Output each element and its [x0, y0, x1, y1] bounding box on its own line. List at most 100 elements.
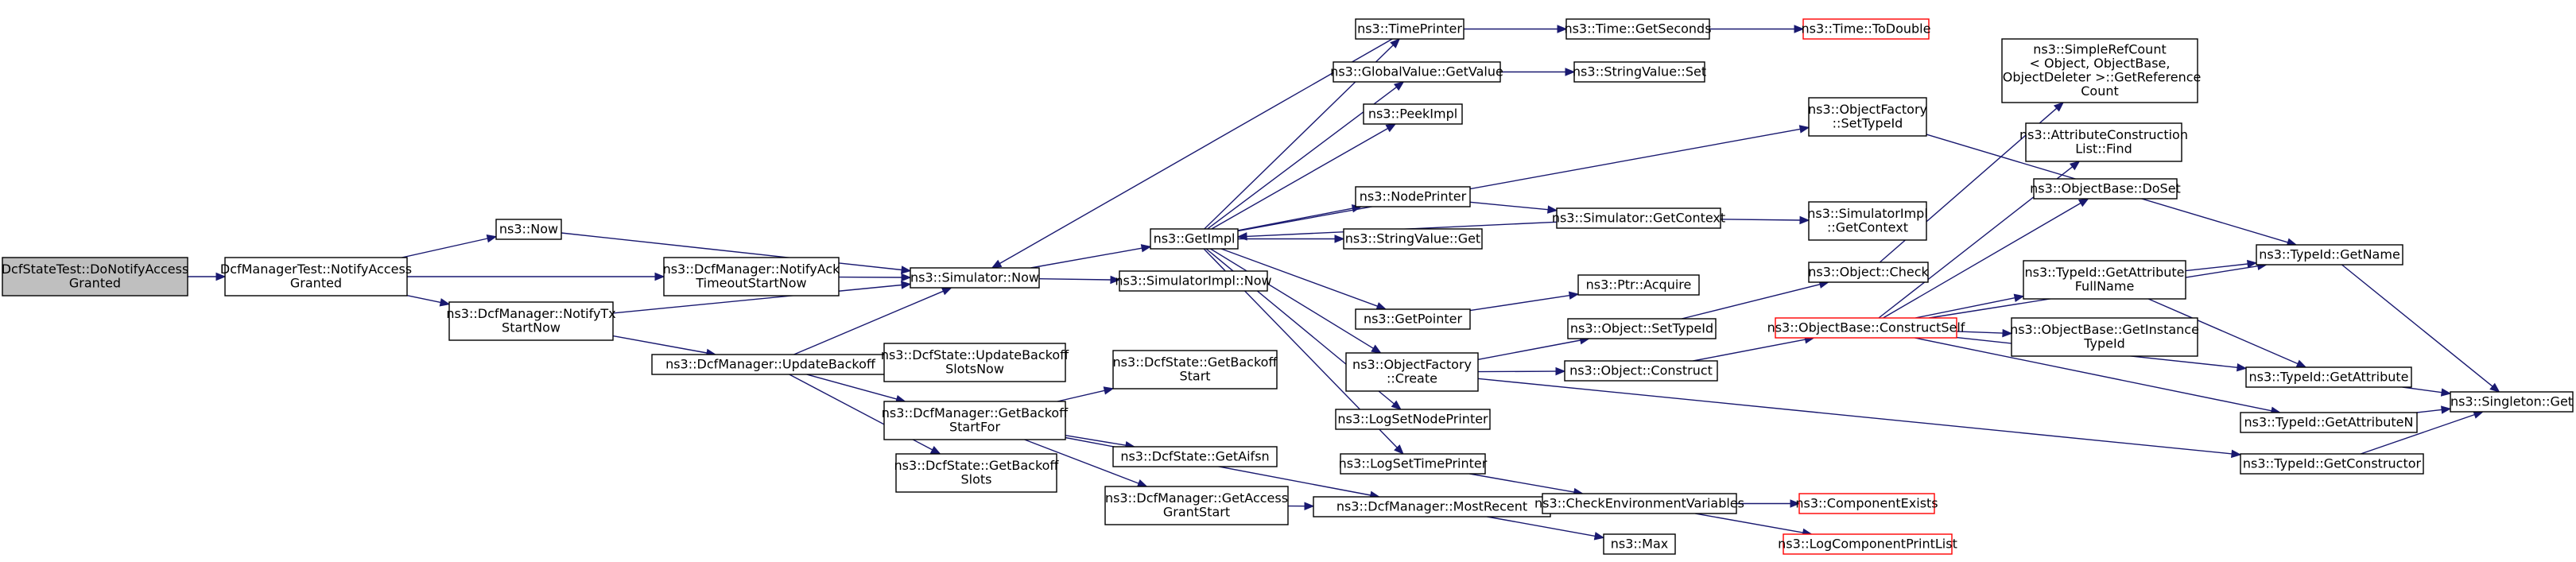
node-box[interactable]: [2245, 366, 2412, 388]
node-box[interactable]: [2240, 453, 2424, 475]
graph-node-simimplctx[interactable]: ns3::SimulatorImpl::GetContext: [1807, 201, 1928, 241]
graph-node-simgetctx[interactable]: ns3::Simulator::GetContext: [1552, 207, 1725, 229]
graph-node-objsettype[interactable]: ns3::Object::SetTypeId: [1567, 318, 1717, 339]
graph-node-obconstruct[interactable]: ns3::ObjectBase::ConstructSelf: [1767, 317, 1965, 339]
node-box[interactable]: [448, 301, 614, 341]
node-box[interactable]: [1565, 18, 1710, 40]
node-box[interactable]: [1112, 350, 1278, 390]
node-box[interactable]: [651, 354, 890, 375]
graph-node-objconstruct[interactable]: ns3::Object::Construct: [1564, 360, 1718, 382]
graph-node-getpointer[interactable]: ns3::GetPointer: [1355, 308, 1471, 330]
node-box[interactable]: [1333, 61, 1501, 83]
node-box[interactable]: [1150, 228, 1239, 250]
node-box[interactable]: [2240, 412, 2418, 433]
node-box[interactable]: [1798, 493, 1935, 514]
node-box[interactable]: [2023, 260, 2186, 300]
graph-node-nodeprinter[interactable]: ns3::NodePrinter: [1355, 186, 1471, 207]
graph-node-objcheck[interactable]: ns3::Object::Check: [1808, 262, 1930, 283]
node-box[interactable]: [1343, 228, 1483, 250]
graph-node-ackto[interactable]: ns3::DcfManager::NotifyAckTimeoutStartNo…: [663, 257, 841, 297]
node-box[interactable]: [2256, 244, 2403, 265]
graph-node-updbk[interactable]: ns3::DcfManager::UpdateBackoff: [651, 354, 890, 375]
node-box[interactable]: [2, 257, 188, 297]
node-box[interactable]: [495, 219, 562, 240]
node-box[interactable]: [883, 401, 1066, 440]
node-box[interactable]: [883, 343, 1066, 382]
graph-node-getaifsn[interactable]: ns3::DcfState::GetAifsn: [1112, 446, 1278, 467]
graph-node-logsetnode[interactable]: ns3::LogSetNodePrinter: [1335, 409, 1491, 430]
graph-node-gvget[interactable]: ns3::GlobalValue::GetValue: [1330, 61, 1503, 83]
graph-node-todouble[interactable]: ns3::Time::ToDouble: [1802, 18, 1931, 40]
node-box[interactable]: [1783, 533, 1953, 555]
node-box[interactable]: [1542, 493, 1737, 514]
node-box[interactable]: [1603, 533, 1676, 555]
graph-node-ofcreate[interactable]: ns3::ObjectFactory::Create: [1345, 352, 1479, 392]
graph-node-now[interactable]: ns3::Now: [495, 219, 562, 240]
node-box[interactable]: [1808, 201, 1927, 241]
graph-node-logcomplist[interactable]: ns3::LogComponentPrintList: [1778, 533, 1957, 555]
node-box[interactable]: [1104, 486, 1289, 525]
graph-node-simimplnow[interactable]: ns3::SimulatorImpl::Now: [1115, 270, 1272, 292]
node-box[interactable]: [1808, 97, 1927, 137]
node-box[interactable]: [1340, 453, 1486, 475]
graph-node-timeprinter[interactable]: ns3::TimePrinter: [1355, 18, 1465, 40]
node-box[interactable]: [1112, 446, 1278, 467]
graph-node-tidgetattr[interactable]: ns3::TypeId::GetAttribute: [2245, 366, 2412, 388]
graph-node-singletonget[interactable]: ns3::Singleton::Get: [2450, 391, 2574, 413]
node-box[interactable]: [1775, 317, 1957, 339]
node-box[interactable]: [1355, 18, 1465, 40]
node-box[interactable]: [1355, 186, 1471, 207]
graph-node-checkenv[interactable]: ns3::CheckEnvironmentVariables: [1534, 493, 1744, 514]
graph-node-svset[interactable]: ns3::StringValue::Set: [1573, 61, 1706, 83]
graph-node-max[interactable]: ns3::Max: [1603, 533, 1676, 555]
graph-node-getimpl[interactable]: ns3::GetImpl: [1150, 228, 1239, 250]
graph-node-simnow[interactable]: ns3::Simulator::Now: [910, 267, 1040, 289]
graph-node-compexists[interactable]: ns3::ComponentExists: [1795, 493, 1938, 514]
node-box[interactable]: [2011, 317, 2198, 357]
node-box[interactable]: [910, 267, 1040, 289]
graph-node-timegetsec[interactable]: ns3::Time::GetSeconds: [1564, 18, 1712, 40]
node-box[interactable]: [2450, 391, 2574, 413]
node-box[interactable]: [1577, 274, 1700, 296]
node-box[interactable]: [1567, 318, 1717, 339]
graph-node-simplerefcount[interactable]: ns3::SimpleRefCount< Object, ObjectBase,…: [1999, 38, 2202, 103]
node-box[interactable]: [2033, 178, 2178, 200]
node-box[interactable]: [663, 257, 840, 297]
node-box[interactable]: [2025, 122, 2182, 162]
node-box[interactable]: [1573, 61, 1705, 83]
node-box[interactable]: [224, 257, 408, 297]
node-box[interactable]: [1119, 270, 1268, 292]
graph-node-mostrecent[interactable]: ns3::DcfManager::MostRecent: [1313, 496, 1551, 517]
node-box[interactable]: [895, 453, 1057, 493]
node-box[interactable]: [1313, 496, 1551, 517]
graph-node-peekimpl[interactable]: ns3::PeekImpl: [1363, 103, 1463, 125]
graph-node-obdoset[interactable]: ns3::ObjectBase::DoSet: [2030, 178, 2181, 200]
graph-node-ptracquire[interactable]: ns3::Ptr::Acquire: [1577, 274, 1700, 296]
graph-node-logsettime[interactable]: ns3::LogSetTimePrinter: [1339, 453, 1488, 475]
node-box[interactable]: [1363, 103, 1463, 125]
node-box[interactable]: [1564, 360, 1718, 382]
graph-node-svget[interactable]: ns3::StringValue::Get: [1343, 228, 1483, 250]
node-box[interactable]: [1335, 409, 1491, 430]
node-box[interactable]: [1802, 18, 1930, 40]
node-box[interactable]: [1556, 207, 1721, 229]
node-box[interactable]: [1355, 308, 1471, 330]
graph-node-tidgetname[interactable]: ns3::TypeId::GetName: [2256, 244, 2403, 265]
node-box[interactable]: [1808, 262, 1929, 283]
graph-node-tidgetctor[interactable]: ns3::TypeId::GetConstructor: [2240, 453, 2424, 475]
graph-node-ofsettype[interactable]: ns3::ObjectFactory::SetTypeId: [1808, 97, 1927, 137]
graph-node-tidgetattrn[interactable]: ns3::TypeId::GetAttributeN: [2240, 412, 2418, 433]
node-box[interactable]: [2001, 38, 2198, 103]
node-box[interactable]: [1345, 352, 1479, 392]
